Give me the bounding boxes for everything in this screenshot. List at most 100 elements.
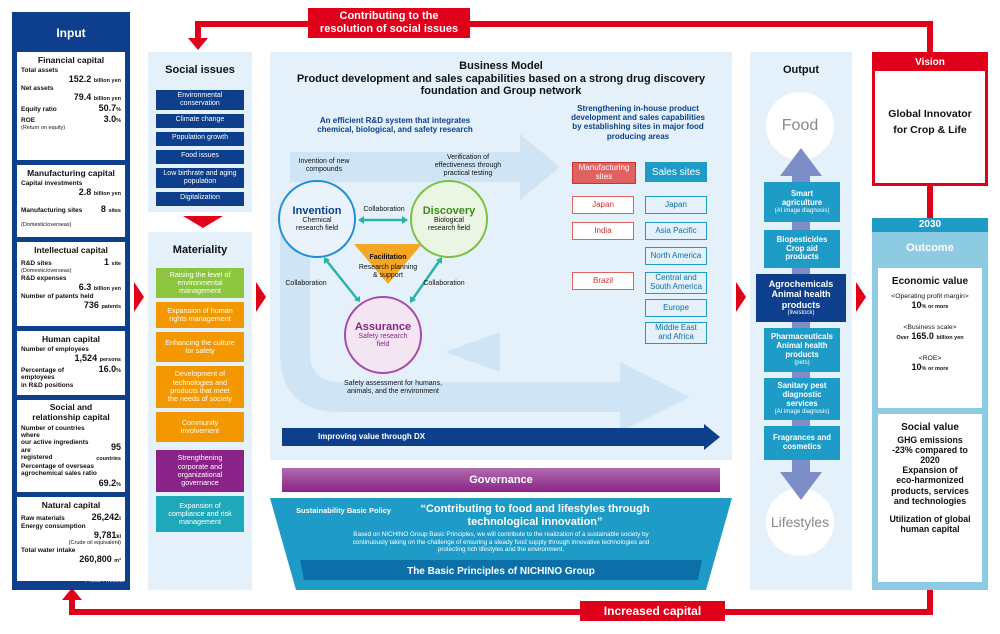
label: Manufacturing sites (21, 207, 83, 214)
label: R&D expenses (21, 275, 67, 282)
invention-note: Invention of new compounds (298, 158, 350, 174)
output-item-label: Agrochemicals Animal health products (768, 279, 834, 310)
sales-site: Middle East and Africa (645, 322, 707, 344)
card-title: Natural capital (41, 500, 101, 510)
unit: billion yen (93, 78, 121, 84)
sales-site: Europe (645, 299, 707, 317)
unit: m³ (114, 558, 121, 564)
label: Equity ratio (21, 106, 57, 113)
sublabel: (Domestic/overseas) (21, 222, 72, 228)
materiality-item: Enhancing the culture for safety (156, 332, 244, 362)
label: Energy consumption (21, 523, 86, 530)
unit: % (116, 481, 121, 488)
governance-bar: Governance (282, 468, 720, 492)
circle-title: Discovery (422, 204, 476, 217)
label: Net assets (21, 85, 54, 92)
unit: billion yen (93, 96, 121, 102)
circle-sub: Biological research field (427, 216, 471, 232)
output-item-text: Pharmaceuticals Animal health products(p… (771, 332, 833, 367)
dx-arrow (282, 424, 720, 450)
unit: % (116, 368, 121, 374)
policy-trapezoid (270, 498, 732, 590)
label: Percentage of overseas agrochemical sale… (21, 462, 97, 478)
unit: billion yen (93, 286, 121, 292)
food-circle: Food (766, 92, 834, 160)
value: 16.0 (98, 364, 117, 374)
opm-value: 10 (911, 300, 922, 310)
social-text: GHG emissions -23% compared to 2020 Expa… (891, 435, 969, 506)
arrow-output-to-outcome (856, 282, 866, 312)
invention-circle: Invention Chemical research field (278, 180, 356, 258)
scale-prefix: Over (896, 335, 909, 341)
social-issues-title: Social issues (165, 64, 235, 76)
output-item-label: Smart agriculture (781, 188, 823, 207)
collaboration-arrows (324, 216, 442, 303)
lifestyles-circle: Lifestyles (766, 488, 834, 556)
output-item: Pharmaceuticals Animal health products(p… (764, 328, 840, 372)
social-capital-card: Social and relationship capital Number o… (17, 400, 125, 492)
sales-site: Central and South America (645, 272, 707, 294)
loop-arrowhead-bottom (62, 588, 82, 600)
outcome-year: 2030 (872, 218, 988, 232)
arrow-model-to-output (736, 282, 746, 312)
outcome-panel: 2030 Outcome Economic value <Operating p… (872, 218, 988, 590)
value: 6.3 (78, 282, 92, 292)
value: 8 (100, 204, 106, 214)
output-item-label: Pharmaceuticals Animal health products (771, 332, 833, 360)
manufacturing-site: Brazil (572, 272, 634, 290)
manufacturing-site: Japan (572, 196, 634, 214)
materiality-item: Strengthening corporate and organization… (156, 450, 244, 492)
social-issue-item: Digitalization (156, 192, 244, 206)
scale-label: <Business scale> (903, 324, 957, 331)
label: Capital investments (21, 180, 83, 187)
sublabel: (Crude oil equivalent) (68, 540, 121, 546)
output-title: Output (782, 64, 820, 76)
sublabel: (Domestic/overseas) (21, 268, 72, 274)
econ-title: Economic value (891, 276, 969, 287)
policy-label: Sustainability Basic Policy (296, 506, 392, 515)
value: 3.0 (103, 114, 117, 124)
unit: persons (99, 357, 121, 363)
label: Number of patents held (21, 293, 94, 300)
business-model-title: Business Model Product development and s… (296, 60, 706, 98)
arrow-materiality-to-model (256, 282, 266, 312)
unit: % (116, 107, 121, 113)
social-title: Social value (901, 422, 959, 433)
card-title: Social and relationship capital (32, 402, 110, 422)
materiality-item: Community involvement (156, 412, 244, 442)
label: Total water intake (21, 547, 76, 554)
unit: site (111, 261, 121, 267)
collab-label-right: Collaboration (423, 280, 465, 287)
global-text: Utilization of global human capital (889, 513, 971, 534)
unit: countries (96, 455, 121, 462)
value: 79.4 (73, 92, 92, 102)
facilitation-sub: Research planning & support (358, 264, 418, 280)
rd-heading: An efficient R&D system that integrates … (317, 116, 473, 135)
label: Total assets (21, 67, 59, 74)
output-item-label: Sanitary pest diagnostic services (777, 381, 827, 409)
unit: kl (116, 534, 121, 540)
output-item: Fragrances and cosmetics (764, 426, 840, 460)
output-item: Agrochemicals Animal health products(liv… (756, 274, 846, 322)
output-item: Smart agriculture(AI image diagnosis) (764, 182, 840, 222)
sales-site: Japan (645, 196, 707, 214)
label: Number of employees (21, 346, 89, 353)
value: 9,781 (93, 530, 117, 540)
social-value-card: Social value GHG emissions -23% compared… (878, 414, 982, 582)
scale-value: 165.0 (911, 331, 934, 341)
card-title: Financial capital (37, 55, 105, 65)
value: 95 (110, 441, 121, 452)
financial-capital-card: Financial capital Total assets 152.2 bil… (17, 52, 125, 160)
value: 2.8 (78, 187, 92, 197)
value: 26,242 (91, 512, 120, 522)
human-capital-card: Human capital Number of employees 1,524 … (17, 331, 125, 395)
output-item-sub: (AI image diagnosis) (774, 408, 830, 415)
label: ROE (21, 117, 36, 124)
label: Raw materials (21, 515, 65, 522)
output-item-text: Biopesticides Crop aid products (777, 235, 828, 263)
unit: billion yen (93, 191, 121, 197)
value: 50.7 (98, 103, 117, 113)
